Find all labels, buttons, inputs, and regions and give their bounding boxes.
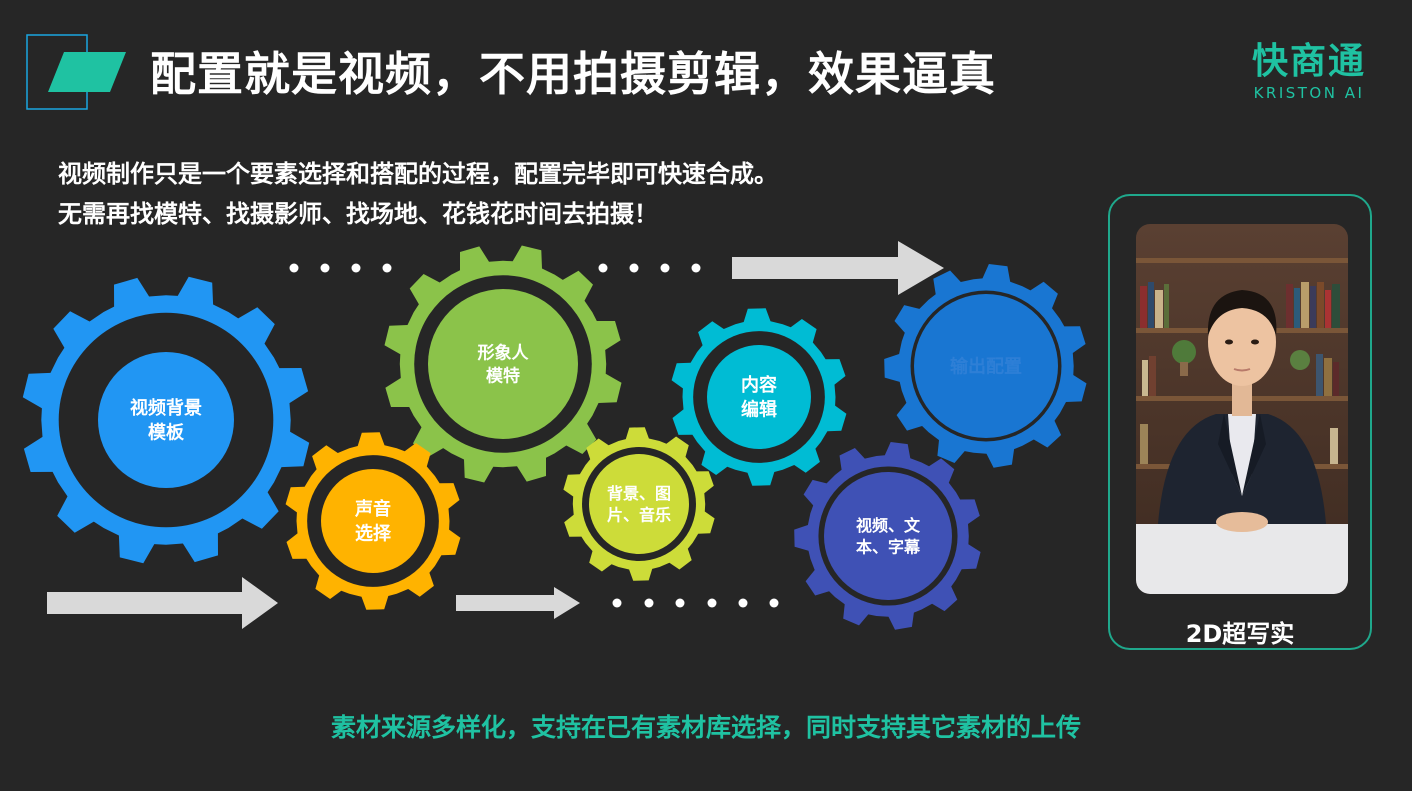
gear-voice-label-1: 声音: [354, 498, 391, 520]
intro-line-1: 视频制作只是一个要素选择和搭配的过程，配置完毕即可快速合成。: [58, 160, 778, 188]
intro-line-2: 无需再找模特、找摄影师、找场地、花钱花时间去拍摄！: [58, 200, 658, 228]
gear-bg-label-2: 模板: [148, 421, 185, 443]
page-title: 配置就是视频，不用拍摄剪辑，效果逼真: [150, 47, 996, 101]
gear-bg-label-1: 视频背景: [130, 397, 202, 419]
avatar-caption: 2D超写实: [1185, 620, 1295, 648]
gear-output-label-1: 输出配置: [950, 355, 1022, 377]
gear-model-label-2: 模特: [486, 365, 520, 386]
decor-dot: [675, 598, 685, 608]
footer-note: 素材来源多样化，支持在已有素材库选择，同时支持其它素材的上传: [330, 713, 1081, 742]
brand-name: 快商通: [1251, 41, 1366, 82]
intro-text: 视频制作只是一个要素选择和搭配的过程，配置完毕即可快速合成。 无需再找模特、找摄…: [58, 154, 778, 234]
gear-model-hub: [428, 289, 578, 439]
gear-bg-hub: [98, 352, 234, 488]
gear-media[interactable]: 背景、图片、音乐: [563, 427, 715, 581]
corner-logo-icon: [26, 34, 126, 110]
decor-dot: [691, 263, 701, 273]
decor-dot: [660, 263, 670, 273]
presenter-image: [1136, 224, 1348, 594]
gear-output[interactable]: 输出配置: [884, 264, 1087, 468]
decor-dot: [707, 598, 717, 608]
decor-dot: [769, 598, 779, 608]
brand-subtitle: KRISTON AI: [1253, 84, 1365, 102]
gear-content-label-1: 内容: [741, 374, 777, 396]
brand-logo: 快商通 KRISTON AI: [1244, 41, 1374, 103]
avatar-card[interactable]: 2D超写实: [1108, 194, 1372, 650]
flow-arrow-icon: [47, 577, 278, 629]
decor-dot: [612, 598, 622, 608]
gear-media-label-1: 背景、图: [607, 484, 671, 503]
gear-text-label-1: 视频、文: [856, 516, 921, 535]
gear-content-label-2: 编辑: [741, 398, 777, 420]
gear-voice-hub: [321, 469, 425, 573]
decor-dot: [320, 263, 330, 273]
decor-dot: [629, 263, 639, 273]
decor-dot: [382, 263, 392, 273]
avatar-preview[interactable]: [1136, 224, 1348, 594]
gear-text-label-2: 本、字幕: [856, 537, 921, 556]
gear-output-hub: [914, 294, 1058, 438]
gear-media-label-2: 片、音乐: [607, 505, 671, 524]
flow-arrow-icon: [732, 241, 944, 295]
gear-text-hub: [824, 472, 952, 600]
gear-voice-label-2: 选择: [355, 522, 392, 544]
gear-content-hub: [707, 345, 811, 449]
gear-text[interactable]: 视频、文本、字幕: [794, 442, 981, 630]
gear-media-hub: [589, 454, 689, 554]
decor-dot: [289, 263, 299, 273]
gear-model-label-1: 形象人: [478, 342, 530, 363]
decor-dot: [738, 598, 748, 608]
decor-dot: [351, 263, 361, 273]
decor-dot: [644, 598, 654, 608]
flow-arrow-icon: [456, 587, 580, 619]
decor-dot: [598, 263, 608, 273]
